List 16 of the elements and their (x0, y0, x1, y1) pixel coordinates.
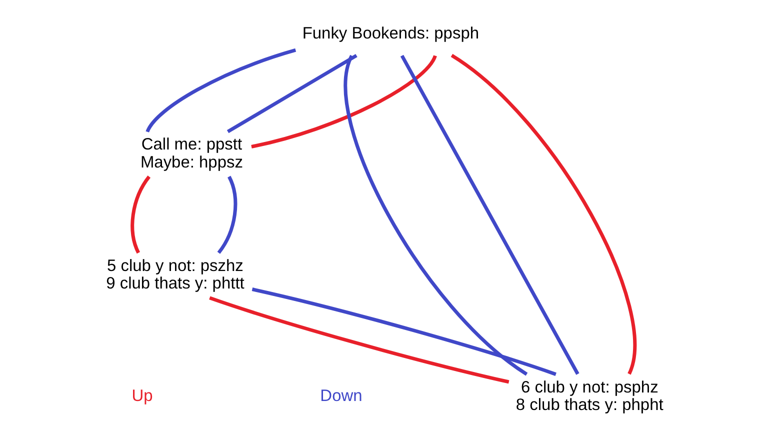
connector (208, 296, 509, 384)
node-text: Call me: ppstt Maybe: hppsz (140, 136, 242, 172)
connector (130, 176, 150, 254)
connector (216, 176, 237, 254)
connector (344, 55, 528, 376)
node-text: Funky Bookends: ppsph (302, 24, 479, 42)
connector (450, 54, 636, 374)
legend-label: Down (320, 387, 362, 406)
connector (145, 48, 296, 133)
connector (251, 288, 556, 376)
connector (226, 54, 357, 134)
node-text: 6 club y not: psphz 8 club thats y: phpht (515, 378, 663, 414)
connector (400, 54, 579, 375)
connector (250, 54, 436, 148)
node-text: 5 club y not: pszhz 9 club thats y: phttt (106, 256, 244, 293)
legend-label: Up (131, 387, 152, 406)
